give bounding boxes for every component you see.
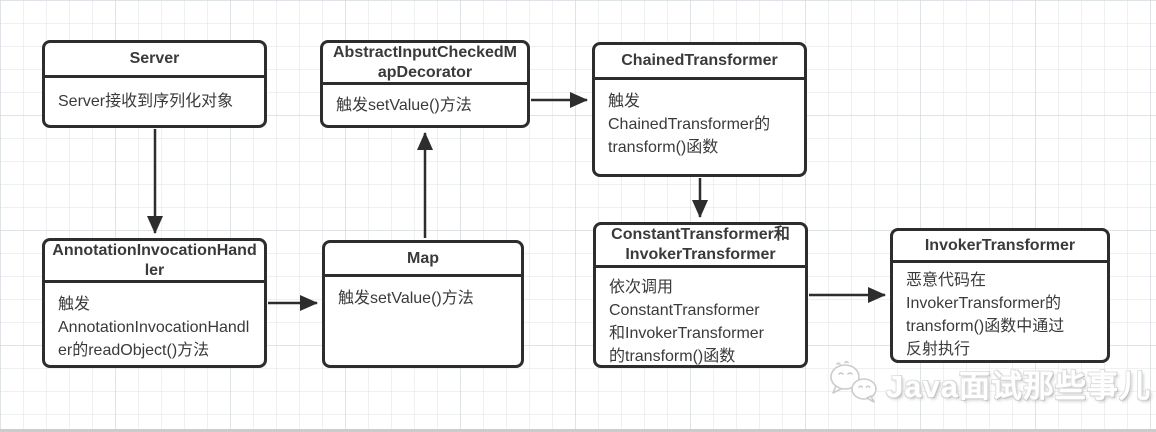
node-constant-and-invoker-transformer: ConstantTransformer和InvokerTransformer 依… bbox=[593, 222, 808, 368]
node-title: Server bbox=[45, 43, 264, 78]
node-title: InvokerTransformer bbox=[893, 231, 1107, 263]
node-title: Map bbox=[325, 243, 521, 277]
bottom-edge-line bbox=[0, 429, 1156, 432]
node-body: Server接收到序列化对象 bbox=[58, 93, 234, 110]
node-title: AnnotationInvocationHandler bbox=[45, 241, 264, 283]
node-body: 触发 AnnotationInvocationHandler的readObjec… bbox=[58, 296, 250, 359]
node-invoker-transformer: InvokerTransformer 恶意代码在 InvokerTransfor… bbox=[890, 228, 1110, 363]
node-title: ConstantTransformer和InvokerTransformer bbox=[596, 225, 805, 268]
node-body: 触发 ChainedTransformer的 transform()函数 bbox=[608, 93, 771, 156]
node-chained-transformer: ChainedTransformer 触发 ChainedTransformer… bbox=[592, 42, 807, 177]
watermark-text: Java面试那些事儿 bbox=[886, 368, 1151, 404]
node-server: Server Server接收到序列化对象 bbox=[42, 40, 267, 128]
node-title: AbstractInputCheckedMapDecorator bbox=[323, 43, 527, 85]
node-body: 依次调用 ConstantTransformer 和InvokerTransfo… bbox=[609, 279, 765, 365]
node-map: Map 触发setValue()方法 bbox=[322, 240, 524, 368]
node-annotation-invocation-handler: AnnotationInvocationHandler 触发 Annotatio… bbox=[42, 238, 267, 368]
node-abstract-input-checked-map-decorator: AbstractInputCheckedMapDecorator 触发setVa… bbox=[320, 40, 530, 128]
node-body: 触发setValue()方法 bbox=[338, 290, 474, 307]
node-title: ChainedTransformer bbox=[595, 45, 804, 80]
node-body: 恶意代码在 InvokerTransformer的 transform()函数中… bbox=[906, 272, 1065, 358]
node-body: 触发setValue()方法 bbox=[336, 97, 472, 114]
wechat-icon bbox=[830, 360, 877, 403]
